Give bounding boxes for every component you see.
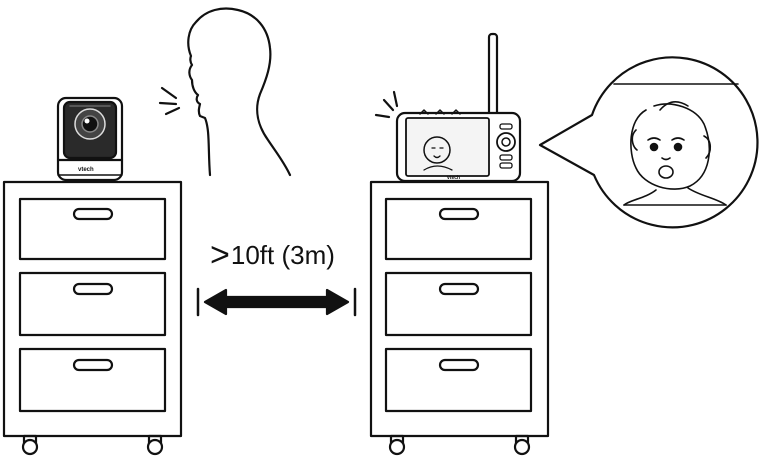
distance-value: 10ft (3m) — [230, 240, 335, 270]
distance-label: >10ft (3m) — [210, 238, 335, 272]
right-nightstand — [369, 180, 550, 456]
baby-view-bubble — [538, 56, 759, 229]
speaking-head-icon — [187, 7, 292, 177]
baby-camera-icon — [56, 96, 124, 182]
left-nightstand — [2, 180, 183, 456]
greater-than-symbol: > — [210, 236, 230, 274]
camera-brand-label: vtech — [78, 167, 94, 173]
monitor-brand-label: vtech — [447, 175, 460, 181]
baby-face-icon — [613, 83, 739, 206]
video-monitor-icon — [395, 32, 522, 183]
double-headed-arrow-icon — [196, 287, 357, 317]
sound-lines-monitor — [374, 90, 399, 119]
sound-lines-camera — [158, 86, 181, 116]
